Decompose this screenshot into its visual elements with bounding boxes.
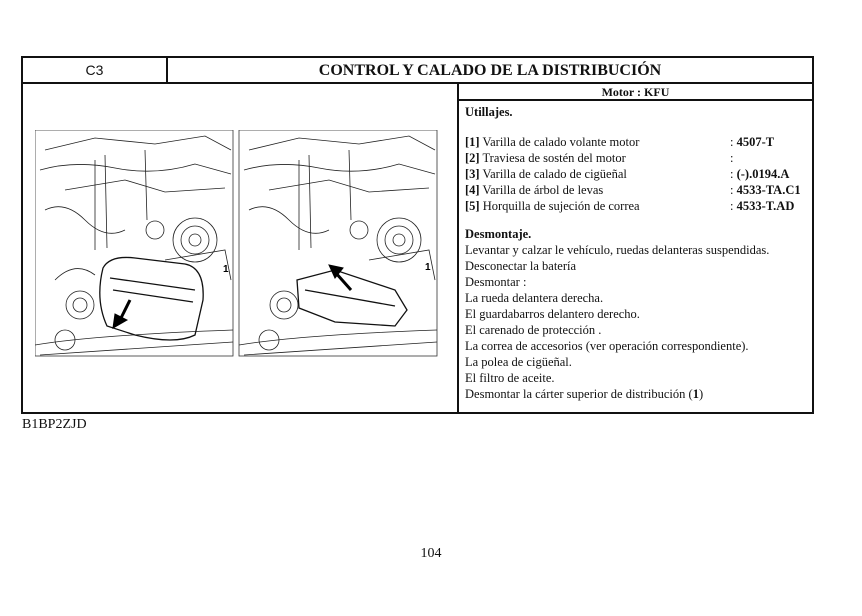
tool-row: [4] Varilla de árbol de levas: 4533-TA.C… [465,183,801,197]
left-arrow [112,299,132,329]
removal-step: Desconectar la batería [465,259,577,273]
tool-row: [5] Horquilla de sujeción de correa: 453… [465,199,795,213]
figure-code: B1BP2ZJD [22,417,87,432]
removal-step: Levantar y calzar le vehículo, ruedas de… [465,243,770,257]
callout-label-left: 1 [223,264,229,275]
removal-step: La correa de accesorios (ver operación c… [465,339,749,353]
right-arrow [328,264,353,291]
motor-label: Motor : KFU [459,84,812,101]
tool-row: [1] Varilla de calado volante motor: 450… [465,135,775,149]
removal-step: El guardabarros delantero derecho. [465,307,640,321]
tool-row: [3] Varilla de calado de cigüeñal: (-).0… [465,167,790,181]
right-timing-cover [296,269,408,327]
removal-step: El carenado de protección . [465,323,602,337]
engine-illustration: 1 1 [35,130,438,357]
removal-step: Desmontar : [465,275,527,289]
callout-label-right: 1 [425,262,431,273]
left-engine-panel [35,130,234,357]
page-number: 104 [420,546,442,561]
removal-step: La polea de cigüeñal. [465,355,572,369]
removal-steps: Levantar y calzar le vehículo, ruedas de… [465,242,806,386]
removal-step: La rueda delantera derecha. [465,291,604,305]
removal-step: El filtro de aceite. [465,371,555,385]
document-frame: C3 CONTROL Y CALADO DE LA DISTRIBUCIÓN [21,56,814,414]
info-panel: Motor : KFU Utillajes. [1] Varilla de ca… [457,84,812,412]
page-title: CONTROL Y CALADO DE LA DISTRIBUCIÓN [168,58,812,84]
removal-heading: Desmontaje. [465,227,532,241]
right-engine-panel [238,130,438,357]
section-code: C3 [23,58,168,84]
left-timing-cover [99,256,204,341]
tool-row: [2] Traviesa de sostén del motor: [465,151,734,165]
tools-list: [1] Varilla de calado volante motor: 450… [465,134,806,214]
tools-heading: Utillajes. [465,105,513,119]
removal-last-step: Desmontar la cárter superior de distribu… [465,387,704,401]
